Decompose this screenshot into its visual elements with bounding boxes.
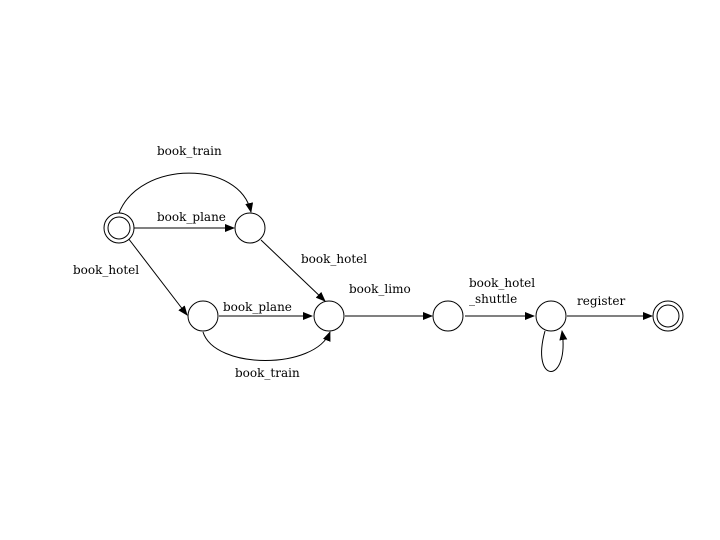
state-s6 [652,300,684,332]
label-book-train-bottom: book_train [235,366,300,380]
state-s0 [103,212,135,244]
label-book-plane-bottom: book_plane [223,300,292,314]
label-book-plane-top: book_plane [157,210,226,224]
edge-book-hotel-down [127,237,188,316]
state-s2 [187,300,219,332]
label-book-hotel-diag: book_hotel [301,252,367,266]
edge-self-loop [541,330,568,372]
label-register: register [577,294,625,308]
label-book-train-top: book_train [157,144,222,158]
edge-book-train-bottom [202,331,331,361]
state-s4 [432,300,464,332]
state-s1 [234,212,266,244]
label-book-hotel-shuttle-line2: _shuttle [469,292,517,306]
state-s5 [535,300,567,332]
state-s3 [313,300,345,332]
edge-book-hotel-diag [260,239,326,302]
edge-book-train-top [118,172,254,214]
label-book-hotel-down: book_hotel [73,263,139,277]
label-book-hotel-shuttle-line1: book_hotel [469,276,535,290]
label-book-limo: book_limo [349,282,411,296]
